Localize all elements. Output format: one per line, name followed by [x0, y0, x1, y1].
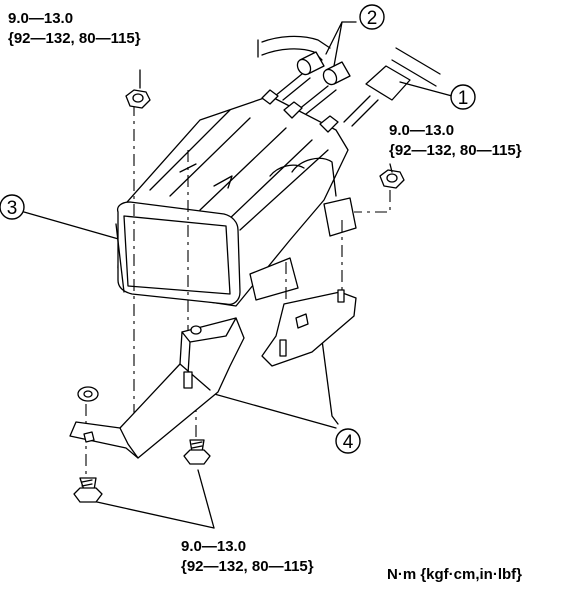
bolt-right — [183, 439, 211, 465]
charcoal-canister — [115, 89, 357, 307]
torque-spec-bottom: 9.0—13.0 {92—132, 80—115} — [181, 537, 314, 577]
callout-1: 1 — [450, 84, 476, 110]
callout-leaders — [23, 21, 453, 529]
torque-value-nm: 9.0—13.0 — [389, 122, 455, 139]
bolt-left — [73, 477, 103, 503]
callout-3: 3 — [0, 194, 25, 220]
torque-value-nm: 9.0—13.0 — [8, 10, 74, 27]
vapor-hoses — [257, 35, 441, 127]
torque-spec-right: 9.0—13.0 {92—132, 80—115} — [389, 121, 522, 161]
callout-4: 4 — [335, 428, 361, 454]
washer — [77, 386, 99, 402]
callout-2-number: 2 — [367, 8, 378, 29]
flange-nut-right — [379, 169, 405, 189]
torque-value-nm: 9.0—13.0 — [181, 538, 247, 555]
callout-3-number: 3 — [7, 198, 18, 219]
torque-value-alt: {92—132, 80—115} — [389, 142, 522, 159]
canister-bracket-lower — [69, 317, 245, 459]
callout-1-number: 1 — [458, 88, 469, 109]
callout-4-number: 4 — [343, 432, 354, 453]
torque-spec-top-left: 9.0—13.0 {92—132, 80—115} — [8, 9, 141, 49]
torque-right-leader — [389, 163, 393, 173]
flange-nut-left — [125, 89, 151, 109]
torque-value-alt: {92—132, 80—115} — [181, 558, 314, 575]
units-label: N·m {kgf·cm,in·lbf} — [387, 566, 522, 583]
canister-bracket-upper — [261, 289, 357, 367]
torque-value-alt: {92—132, 80—115} — [8, 30, 141, 47]
callout-2: 2 — [359, 4, 385, 30]
